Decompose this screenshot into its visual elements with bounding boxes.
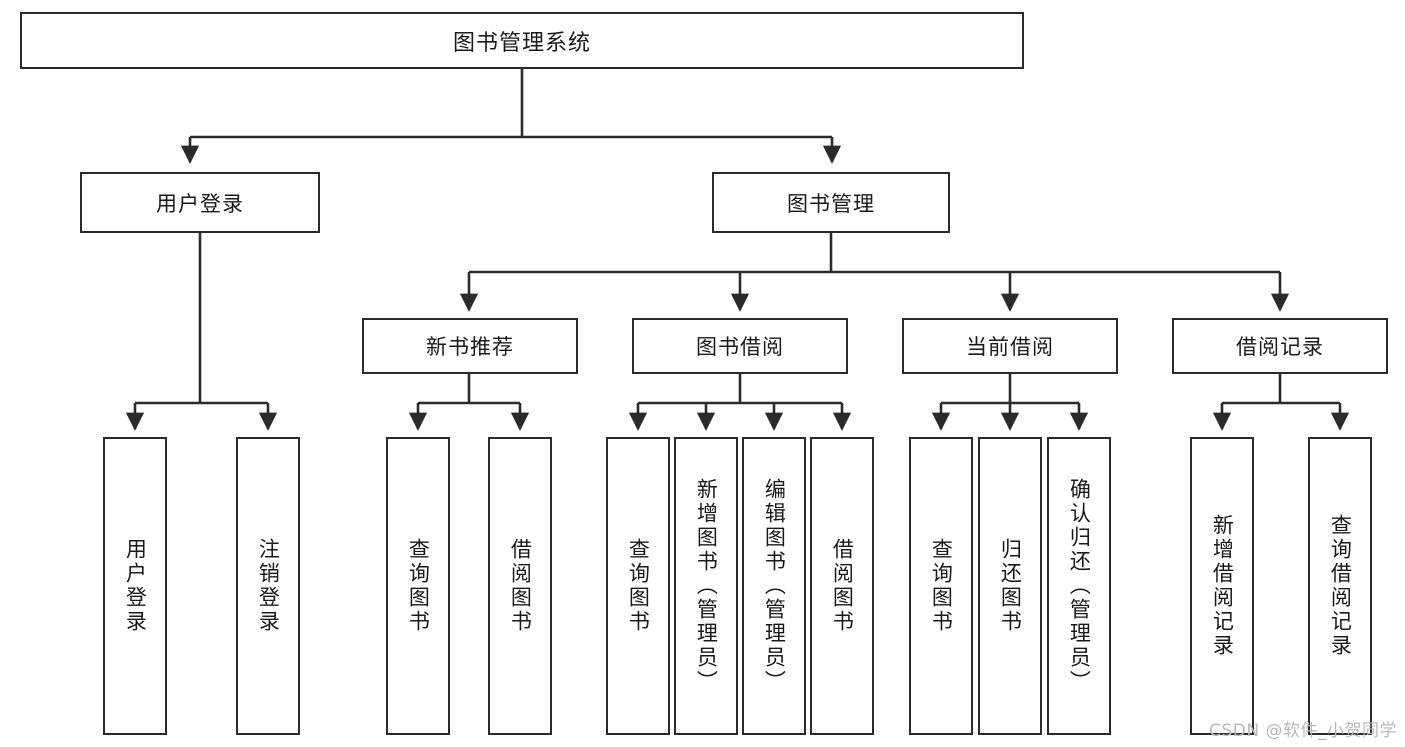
node-leaf-query-borrow-record[interactable]: 查询借阅记录: [1308, 437, 1372, 735]
node-leaf-return-book[interactable]: 归还图书: [978, 437, 1042, 735]
node-label: 用户登录: [156, 191, 244, 216]
node-root-book-management-system[interactable]: 图书管理系统: [20, 12, 1024, 69]
node-new-book-recommend[interactable]: 新书推荐: [362, 318, 578, 374]
node-label: 新增借阅记录: [1210, 514, 1235, 658]
node-leaf-query-book-borrow[interactable]: 查询图书: [606, 437, 670, 735]
node-leaf-query-book-current[interactable]: 查询图书: [909, 437, 973, 735]
node-current-borrow[interactable]: 当前借阅: [902, 318, 1118, 374]
node-label: 借阅记录: [1236, 335, 1324, 359]
node-leaf-add-book[interactable]: 新增图书（管理员）: [674, 437, 738, 735]
node-label: 查询图书: [406, 538, 431, 634]
node-leaf-edit-book[interactable]: 编辑图书（管理员）: [742, 437, 806, 735]
node-label: 确认归还（管理员）: [1067, 478, 1092, 694]
node-label: 新书推荐: [426, 335, 514, 359]
node-label: 查询图书: [929, 538, 954, 634]
node-borrow-record[interactable]: 借阅记录: [1172, 318, 1388, 374]
node-label: 编辑图书（管理员）: [762, 478, 787, 694]
watermark-text: CSDN @软件_小贺同学: [1209, 721, 1397, 741]
node-label: 借阅图书: [830, 538, 855, 634]
node-label: 借阅图书: [508, 538, 533, 634]
node-label: 当前借阅: [966, 335, 1054, 359]
node-label: 查询图书: [626, 538, 651, 634]
node-label: 图书借阅: [696, 335, 784, 359]
node-label: 用户登录: [123, 538, 148, 634]
node-leaf-borrow-book[interactable]: 借阅图书: [810, 437, 874, 735]
node-leaf-borrow-book-recommend[interactable]: 借阅图书: [488, 437, 552, 735]
node-label: 图书管理: [787, 191, 875, 216]
node-book-borrow[interactable]: 图书借阅: [632, 318, 848, 374]
node-label: 注销登录: [256, 538, 281, 634]
node-label: 新增图书（管理员）: [694, 478, 719, 694]
node-leaf-confirm-return[interactable]: 确认归还（管理员）: [1047, 437, 1111, 735]
node-label: 归还图书: [998, 538, 1023, 634]
node-leaf-add-borrow-record[interactable]: 新增借阅记录: [1190, 437, 1254, 735]
node-leaf-user-login[interactable]: 用户登录: [103, 437, 167, 735]
node-label: 查询借阅记录: [1328, 514, 1353, 658]
node-leaf-query-book-recommend[interactable]: 查询图书: [386, 437, 450, 735]
node-leaf-logout-login[interactable]: 注销登录: [236, 437, 300, 735]
node-user-login[interactable]: 用户登录: [80, 172, 320, 233]
node-book-management[interactable]: 图书管理: [712, 172, 950, 233]
node-label: 图书管理系统: [452, 30, 591, 56]
